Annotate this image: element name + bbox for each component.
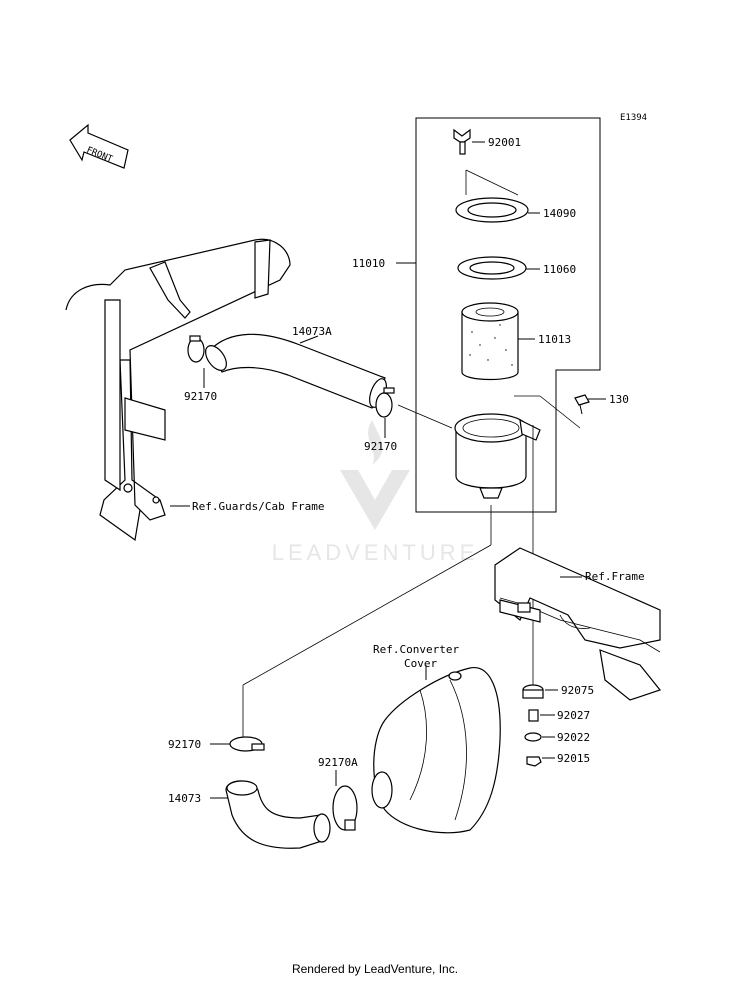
collar-92027 bbox=[528, 709, 555, 722]
label-92170-lower: 92170 bbox=[168, 738, 201, 751]
clamp-92170-lower bbox=[210, 736, 265, 752]
clamp-92170A bbox=[332, 770, 358, 831]
nut-92015 bbox=[526, 756, 555, 767]
label-92022: 92022 bbox=[557, 731, 590, 744]
washer-92022 bbox=[524, 732, 555, 742]
diagram-code: E1394 bbox=[620, 113, 647, 123]
clamp-92170-left bbox=[187, 335, 205, 388]
label-92027: 92027 bbox=[557, 709, 590, 722]
footer-credit: Rendered by LeadVenture, Inc. bbox=[291, 962, 459, 976]
label-ref-frame: Ref.Frame bbox=[585, 570, 645, 583]
label-11013: 11013 bbox=[538, 333, 571, 346]
watermark-text: LEADVENTURE bbox=[272, 540, 479, 565]
label-92001: 92001 bbox=[488, 136, 521, 149]
label-92170A: 92170A bbox=[318, 756, 358, 769]
label-130: 130 bbox=[609, 393, 629, 406]
clamp-92170-right bbox=[375, 387, 453, 438]
cover-14090 bbox=[455, 197, 540, 223]
label-ref-guards: Ref.Guards/Cab Frame bbox=[192, 500, 324, 513]
front-arrow-icon: FRONT bbox=[69, 123, 129, 169]
frame-rail bbox=[494, 547, 662, 701]
label-92170-left: 92170 bbox=[184, 390, 217, 403]
duct-14073A bbox=[205, 333, 387, 409]
plate-11060 bbox=[457, 256, 540, 280]
label-ref-converter: Ref.Converter bbox=[373, 643, 459, 656]
wing-bolt-92001 bbox=[453, 128, 519, 196]
label-converter-cover: Cover bbox=[404, 657, 437, 670]
label-14073: 14073 bbox=[168, 792, 201, 805]
converter-cover bbox=[371, 665, 501, 834]
watermark-logo: LEADVENTURE bbox=[272, 420, 479, 565]
label-11060: 11060 bbox=[543, 263, 576, 276]
assembly-bracket-11010 bbox=[396, 117, 601, 513]
label-14073A: 14073A bbox=[292, 325, 332, 338]
grommet-92075 bbox=[522, 684, 558, 699]
label-92075: 92075 bbox=[561, 684, 594, 697]
label-11010: 11010 bbox=[352, 257, 385, 270]
label-92015: 92015 bbox=[557, 752, 590, 765]
bolt-130 bbox=[514, 394, 606, 429]
label-92170-right: 92170 bbox=[364, 440, 397, 453]
hose-14073 bbox=[210, 780, 331, 849]
label-14090: 14090 bbox=[543, 207, 576, 220]
filter-element-11013 bbox=[461, 302, 535, 381]
air-cleaner-housing bbox=[454, 413, 541, 499]
cab-frame bbox=[65, 238, 291, 542]
